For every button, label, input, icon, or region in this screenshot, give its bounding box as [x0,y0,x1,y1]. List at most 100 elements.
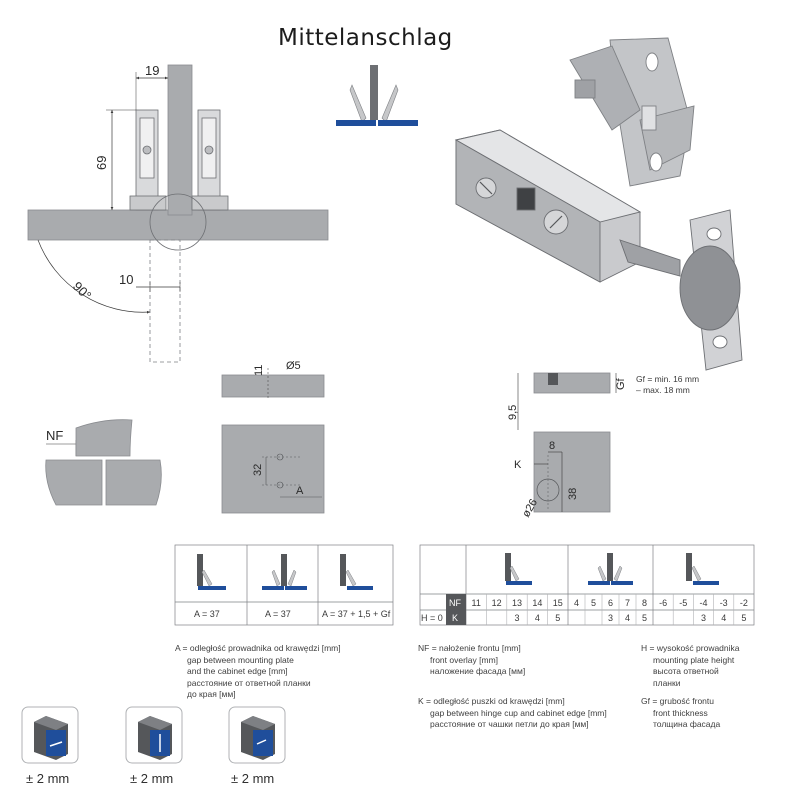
nf-value-cell: 6 [608,598,613,608]
table-a-cell-1: A = 37 [194,609,220,619]
legend-gf: Gf = grubość frontu front thickness толщ… [641,696,720,731]
dim-depth-label: 11 [253,365,265,376]
nf-value-cell: 13 [512,598,522,608]
legend-k: K = odległość puszki od krawędzi [mm] ga… [418,696,607,731]
door-section [533,372,611,394]
dim-a-label: A [296,485,304,497]
adjustment-icons [21,706,286,764]
legend-k-line: gap between hinge cup and cabinet edge [… [430,707,607,718]
mount-type-icon [336,65,418,126]
legend-a-head: A = odległość prowadnika od krawędzi [mm… [175,643,341,653]
dim-95-label: 9,5 [507,405,519,420]
legend-gf-line: толщина фасада [653,719,721,729]
hinge-cup-plate [679,209,743,371]
gf-note-2: – max. 18 mm [636,385,690,395]
nf-value-cell: -2 [740,598,748,608]
door-front-top [75,419,133,457]
k-value-cell: 3 [608,613,613,623]
legend-a-line: до края [мм] [187,689,236,699]
dim-spacing-label: 32 [252,464,264,476]
nf-half-overlay-icon [588,553,633,585]
legend-a-line: and the cabinet edge [mm] [187,666,288,676]
legend-nf: NF = nałożenie frontu [mm] front overlay… [418,643,525,678]
main-hinge-drawing: 19 69 10 90° [27,63,329,363]
plate-drilling-diagram: Ø5 11 32 A [221,360,325,514]
row-k-label: K [452,613,458,623]
nf-diagram: NF [45,419,162,506]
depth-adjust-icon [228,706,286,764]
gf-note-1: Gf = min. 16 mm [636,374,699,384]
k-value-cell: 3 [514,613,519,623]
adjust-label-depth: ± 2 mm [231,771,275,786]
nf-inset-icon [686,553,719,585]
center-wall [167,64,193,216]
full-overlay-icon [197,554,226,590]
legend-h-head: H = wysokość prowadnika [641,643,740,653]
nf-value-cell: -3 [720,598,728,608]
dim-hole-label: Ø5 [286,360,301,372]
vertical-adjust-icon [125,706,183,764]
table-a-cell-2: A = 37 [265,609,291,619]
legend-h-line: планки [653,677,681,688]
table-a: A = 37 A = 37 A = 37 + 1,5 + Gf [174,544,394,626]
legend-k-head: K = odległość puszki od krawędzi [mm] [418,696,565,706]
dim-width-label: 19 [145,63,159,78]
legend-gf-head: Gf = grubość frontu [641,696,714,706]
cup-recess [548,373,558,385]
k-value-cell: 3 [701,613,706,623]
cup-front-view [533,431,611,513]
k-value-cell: 5 [642,613,647,623]
swing-arc [37,239,151,314]
k-header-cell [446,610,466,625]
legend-gf-line: front thickness [653,707,708,718]
legend-h-line: mounting plate height [653,654,735,665]
legend-h: H = wysokość prowadnika mounting plate h… [641,643,740,689]
k-value-cell: 4 [625,613,630,623]
plate-front-view [221,424,325,514]
nf-value-cell: -6 [659,598,667,608]
half-overlay-icon [262,554,307,590]
nf-value-cell: 7 [625,598,630,608]
dim-38-label: 38 [567,488,579,500]
dim-gf-label: Gf [615,377,627,390]
dim-gap-label: 10 [119,272,133,287]
legend-a: A = odległość prowadnika od krawędzi [mm… [175,643,341,701]
nf-value-cell: 12 [492,598,502,608]
k-value-cell: 4 [721,613,726,623]
dim-height-label: 69 [94,156,109,170]
nf-value-cell: 5 [591,598,596,608]
nf-value-cell: 4 [574,598,579,608]
nf-value-cell: -4 [699,598,707,608]
k-value-cell: 4 [535,613,540,623]
legend-a-line: gap between mounting plate [187,654,294,665]
row-h-label: H = 0 [421,613,443,623]
table-a-cell-3: A = 37 + 1,5 + Gf [322,609,391,619]
right-hinge-arm [191,109,229,211]
legend-h-line: высота ответной [653,666,719,676]
dim-k-label: K [514,459,522,471]
nf-label: NF [46,428,63,443]
plate-screw-holes [262,453,322,498]
legend-nf-line: front overlay [mm] [430,654,499,665]
plate-section [221,374,325,398]
hinge-arm-body [454,129,681,283]
legend-nf-head: NF = nałożenie frontu [mm] [418,643,521,653]
nf-value-cell: 8 [642,598,647,608]
nf-header-cell [446,594,466,610]
mounting-plate [569,37,695,187]
legend-nf-line: наложение фасада [мм] [430,666,526,676]
k-value-cell: 5 [555,613,560,623]
door-front-left [45,459,103,506]
adjust-label-horizontal: ± 2 mm [26,771,70,786]
page-title: Mittelanschlag [278,25,453,51]
open-door-dashed [149,239,181,363]
legend-a-line: расстояние от ответной планки [187,677,311,688]
hinge-3d-render [454,37,743,371]
legend-k-line: расстояние от чашки петли до края [мм] [430,719,589,729]
row-nf-label: NF [449,598,461,608]
nf-value-cell: -5 [679,598,687,608]
door-front-right [105,459,162,506]
k-value-cell: 5 [741,613,746,623]
